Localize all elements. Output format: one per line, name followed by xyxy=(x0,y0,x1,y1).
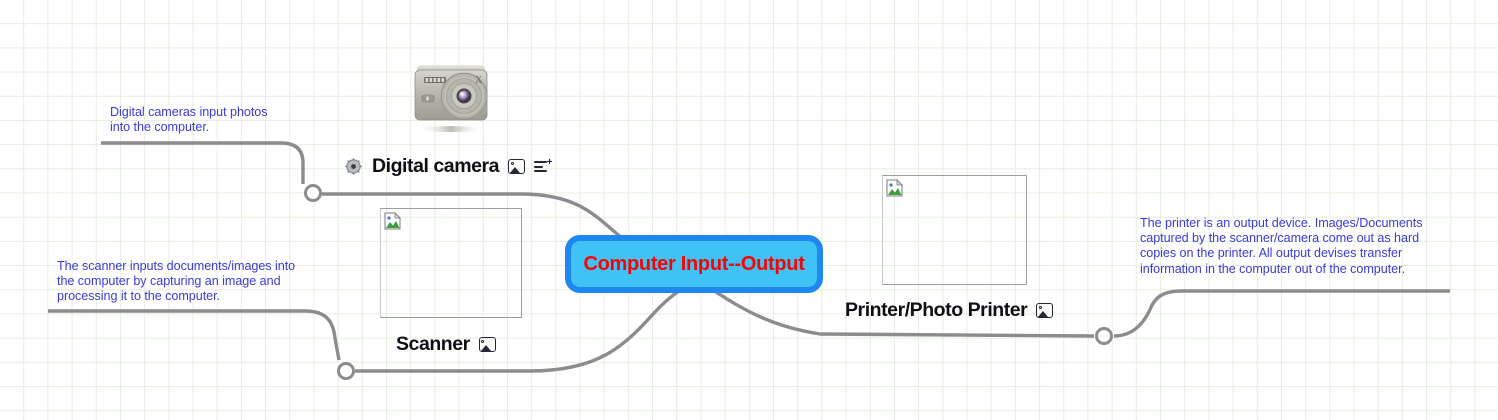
annotation-camera-note: Digital cameras input photos into the co… xyxy=(110,105,268,135)
digital-camera-photo[interactable]: X xyxy=(408,57,494,137)
add-to-list-icon[interactable]: + xyxy=(534,158,553,174)
svg-text:X: X xyxy=(475,75,483,86)
printer-image-placeholder[interactable] xyxy=(882,175,1027,285)
device-label-text: Printer/Photo Printer xyxy=(845,299,1028,321)
center-node-label: Computer Input--Output xyxy=(583,252,805,275)
junction-scanner xyxy=(337,362,355,380)
device-label-scanner[interactable]: Scanner xyxy=(396,333,496,356)
center-node-computer-input-output[interactable]: Computer Input--Output xyxy=(565,235,823,293)
device-label-text: Scanner xyxy=(396,333,470,355)
image-icon[interactable] xyxy=(478,337,496,352)
wire-scanner-note xyxy=(48,309,341,361)
broken-image-icon xyxy=(384,212,402,230)
device-label-digital-camera[interactable]: Digital camera + xyxy=(344,155,553,178)
wire-printer-note xyxy=(1113,289,1450,338)
annotation-printer-note: The printer is an output device. Images/… xyxy=(1140,216,1423,276)
junction-camera xyxy=(304,184,322,202)
image-icon[interactable] xyxy=(1036,303,1054,318)
annotation-scanner-note: The scanner inputs documents/images into… xyxy=(57,259,296,304)
scanner-image-placeholder[interactable] xyxy=(380,208,522,318)
gear-icon xyxy=(344,157,363,176)
image-icon[interactable] xyxy=(508,159,526,174)
broken-image-icon xyxy=(886,179,904,197)
device-label-printer[interactable]: Printer/Photo Printer xyxy=(845,299,1054,322)
device-label-text: Digital camera xyxy=(372,155,500,177)
wire-camera-note xyxy=(101,141,305,184)
junction-printer xyxy=(1095,327,1113,345)
